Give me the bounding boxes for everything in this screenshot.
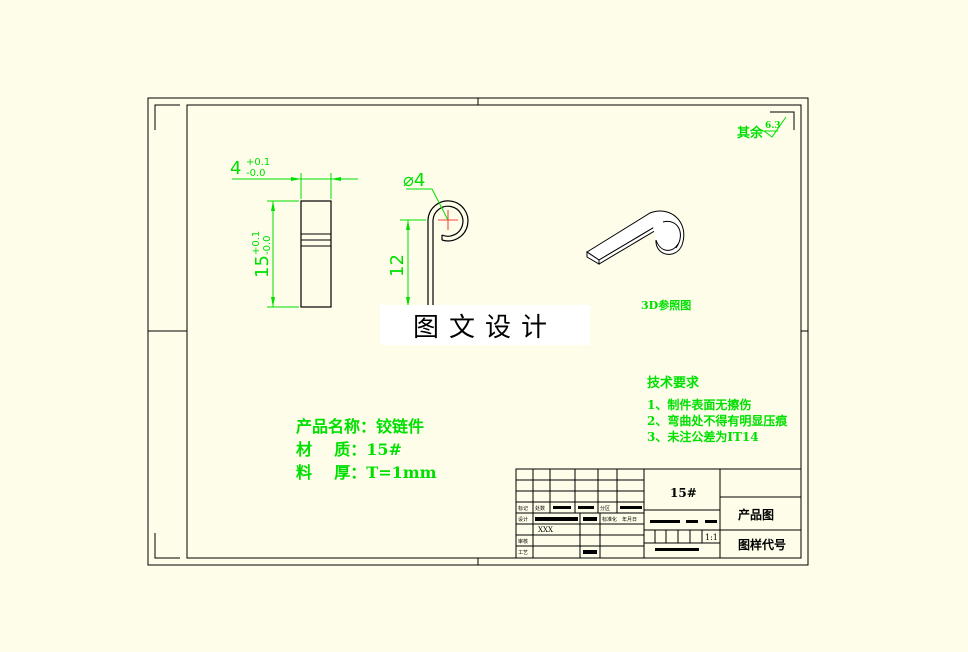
col-label-4: 标准化 [602,516,617,523]
corner-mark-tl [154,104,180,130]
height-dimension-label: 12 [387,254,408,277]
width-tol-minus: -0.0 [246,168,266,179]
title-block-fills [535,506,717,554]
3d-reference-label: 3D参照图 [641,298,691,312]
tech-requirement-item: 2、弯曲处不得有明显压痕 [647,413,788,428]
length-dimension-group: 15 +0.1 -0.0 [251,231,273,278]
tech-requirements-title: 技术要求 [647,375,700,391]
roughness-symbol [763,116,787,138]
product-name-line: 产品名称：铰链件 [296,417,424,436]
side-view [400,188,469,308]
row-label-1: 标记 [518,505,528,512]
drawing-name-cell: 产品图 [738,507,774,522]
drawing-number-label: 图样代号 [738,537,786,552]
3d-reference-view [586,210,685,265]
product-material-line: 材 质：15# [296,440,402,459]
watermark-banner: 图文设计 [380,305,590,345]
length-tol-minus: -0.0 [262,235,273,255]
col-label-1: 分区 [600,505,610,512]
width-dimension-label: 4 [230,158,241,179]
row-label-2: 处数 [535,505,545,512]
tech-requirement-item: 1、制件表面无擦伤 [647,397,751,412]
roughness-prefix: 其余 [737,125,764,141]
width-tol-plus: +0.1 [246,157,270,168]
diameter-label: ⌀4 [403,170,425,191]
col-label-3: 年月日 [622,516,637,523]
corner-mark-bl [154,533,180,559]
title-block [515,468,802,559]
corner-mark-tr [770,111,795,130]
length-tol-plus: +0.1 [251,231,262,255]
tech-requirement-item: 3、未注公差为IT14 [647,429,759,444]
scale-cell: 1:1 [705,533,718,542]
designer-mark: XXX [538,526,553,534]
product-thickness-line: 料 厚：T=1mm [296,463,437,482]
height-dimension-group: 12 [387,254,408,277]
length-dimension-label: 15 [252,255,273,278]
row-label-4: 审核 [518,538,528,545]
material-cell: 15# [670,486,697,500]
row-label-3: 设计 [518,516,528,523]
roughness-value: 6.3 [765,121,781,131]
row-label-5: 工艺 [518,550,528,556]
front-view [232,173,358,308]
corner-mark-hidden [783,105,808,130]
